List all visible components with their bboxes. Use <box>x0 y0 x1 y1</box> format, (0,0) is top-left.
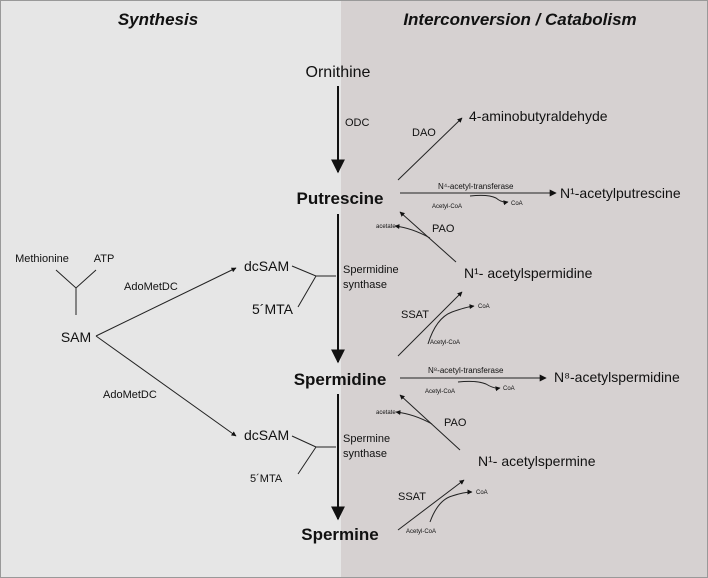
aminobutyraldehyde-label: 4-aminobutyraldehyde <box>469 108 608 124</box>
spermidine-synthase-label-1: Spermidine <box>343 264 399 276</box>
ornithine-label: Ornithine <box>306 64 371 81</box>
sam-to-dcsam-top-arrow <box>95 267 237 337</box>
n1-acetylspermine-label: N¹- acetylspermine <box>478 453 596 469</box>
catabolism-panel <box>341 0 708 578</box>
pao-bottom-label: PAO <box>444 417 467 429</box>
acetate-curve-1 <box>394 224 431 239</box>
spermine-synthase-fork <box>291 435 336 475</box>
acetate-curve-2 <box>395 410 433 425</box>
acetylcoa-cofactor-curve-1 <box>469 194 509 206</box>
acetylcoa-label-2: Acetyl-CoA <box>430 340 460 346</box>
synthesis-header: Synthesis <box>118 10 198 29</box>
acetylcoa-label-4: Acetyl-CoA <box>406 529 436 535</box>
n1-acetylspermidine-label: N¹- acetylspermidine <box>464 265 593 281</box>
ssat-bottom-arrow <box>397 479 465 531</box>
spermidine-label: Spermidine <box>294 370 387 389</box>
acetylcoa-cofactor-curve-3 <box>457 380 501 392</box>
mta-bottom-label: 5´MTA <box>250 473 283 485</box>
coa-curve-4 <box>429 489 473 523</box>
ssat-top-arrow <box>397 291 463 357</box>
n8-acetyltransferase-label: N⁸-acetyl-transferase <box>428 366 504 375</box>
coa-curve-2 <box>427 304 475 345</box>
acetate-label-2: acetate <box>376 410 396 416</box>
acetylcoa-label-3: Acetyl-CoA <box>425 389 455 395</box>
coa-label-3: CoA <box>503 386 515 392</box>
interconversion-header: Interconversion / Catabolism <box>403 10 636 29</box>
dao-arrow <box>397 117 463 181</box>
n8-acetylspermidine-label: N⁸-acetylspermidine <box>554 369 680 385</box>
spermine-synthase-label-2: synthase <box>343 448 387 460</box>
n4-acetyltransferase-label: N⁴-acetyl-transferase <box>438 182 514 191</box>
putrescine-label: Putrescine <box>297 189 384 208</box>
mta-top-label: 5´MTA <box>252 301 294 317</box>
coa-label-4: CoA <box>476 490 488 496</box>
coa-label-1: CoA <box>511 201 523 207</box>
ssat-bottom-label: SSAT <box>398 491 426 503</box>
adometdc-bottom-label: AdoMetDC <box>103 389 157 401</box>
spermidine-synthase-label-2: synthase <box>343 279 387 291</box>
dcsam-top-label: dcSAM <box>244 258 289 274</box>
spermidine-synthase-fork <box>291 265 336 308</box>
acetylcoa-label-1: Acetyl-CoA <box>432 204 462 210</box>
methionine-label: Methionine <box>15 253 69 265</box>
atp-label: ATP <box>94 253 115 265</box>
spermine-label: Spermine <box>301 525 378 544</box>
sam-synthesis-fork <box>55 269 97 315</box>
n1-acetylputrescine-label: N¹-acetylputrescine <box>560 185 681 201</box>
sam-label: SAM <box>61 329 91 345</box>
odc-label: ODC <box>345 117 370 129</box>
adometdc-top-label: AdoMetDC <box>124 281 178 293</box>
sam-to-dcsam-bottom-arrow <box>95 335 237 437</box>
acetate-label-1: acetate <box>376 224 396 230</box>
coa-label-2: CoA <box>478 304 490 310</box>
dcsam-bottom-label: dcSAM <box>244 427 289 443</box>
ssat-top-label: SSAT <box>401 309 429 321</box>
dao-label: DAO <box>412 127 436 139</box>
pao-top-label: PAO <box>432 223 455 235</box>
synthesis-panel <box>0 0 341 578</box>
spermine-synthase-label-1: Spermine <box>343 433 390 445</box>
